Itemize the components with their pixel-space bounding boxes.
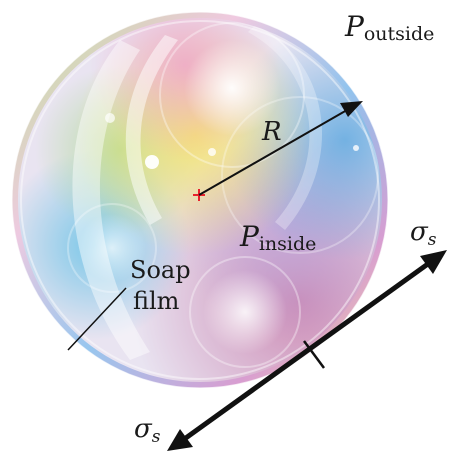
surface-tension-arrow [167,250,447,451]
soap-bubble [11,11,389,389]
p-inside-label: Pinside [239,220,316,255]
sigma-upper-label: σs [410,217,437,250]
radius-label: R [261,117,282,147]
soap-film-label-line1: Soap [130,256,191,284]
soap-film-label-line2: film [133,287,180,315]
p-outside-label: Poutside [344,10,434,45]
soap-film-leader [67,287,127,351]
tangent-tick [302,340,326,369]
sigma-lower-label: σs [134,414,161,447]
radius-arrow [198,101,363,196]
